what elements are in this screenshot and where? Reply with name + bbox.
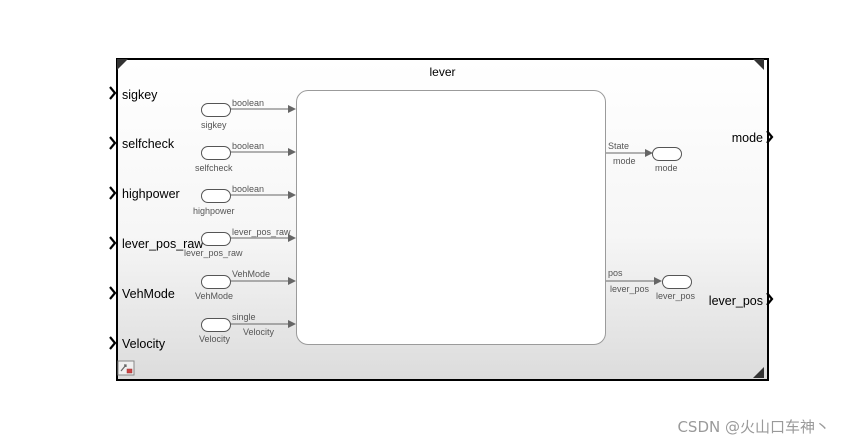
library-link-icon[interactable]: [117, 360, 135, 376]
signal-type-sigkey: boolean: [232, 98, 265, 108]
outport-name-mode: mode: [655, 163, 678, 173]
inport-arrow-sigkey[interactable]: [109, 86, 117, 100]
inport-name-vehmode: VehMode: [195, 291, 234, 301]
watermark: CSDN @火山口车神丶: [677, 418, 830, 436]
inport-pill-highpower[interactable]: [201, 189, 231, 203]
signal-type-velocity: single: [232, 312, 256, 322]
inport-label-selfcheck: selfcheck: [122, 137, 175, 151]
inport-pill-lever-pos-raw[interactable]: [201, 232, 231, 246]
outport-label-mode: mode: [731, 131, 763, 145]
inport-arrow-lever-pos-raw[interactable]: [109, 236, 117, 250]
inport-name-velocity: Velocity: [199, 334, 231, 344]
inport-name-selfcheck: selfcheck: [195, 163, 233, 173]
subsystem-title: lever: [429, 65, 456, 79]
outport-name-lever-pos: lever_pos: [656, 291, 696, 301]
stateflow-chart-block[interactable]: [296, 90, 606, 345]
signal-type-lever-pos-raw: lever_pos_raw: [232, 227, 291, 237]
inport-pill-velocity[interactable]: [201, 318, 231, 332]
inport-label-highpower: highpower: [122, 187, 180, 201]
inport-label-sigkey: sigkey: [122, 88, 158, 102]
inport-name-sigkey: sigkey: [201, 120, 227, 130]
signal-type-vehmode: VehMode: [232, 269, 271, 279]
signal-name-mode: mode: [613, 156, 636, 166]
inport-label-lever-pos-raw: lever_pos_raw: [122, 237, 204, 251]
inport-label-vehmode: VehMode: [122, 287, 175, 301]
outport-pill-mode[interactable]: [652, 147, 682, 161]
inport-pill-vehmode[interactable]: [201, 275, 231, 289]
inport-label-velocity: Velocity: [122, 337, 166, 351]
signal-name-velocity: Velocity: [243, 327, 275, 337]
signal-type-highpower: boolean: [232, 184, 265, 194]
outport-pill-lever-pos[interactable]: [662, 275, 692, 289]
signal-name-lever-pos: lever_pos: [610, 284, 650, 294]
inport-arrow-selfcheck[interactable]: [109, 136, 117, 150]
inport-arrow-highpower[interactable]: [109, 186, 117, 200]
inport-arrow-vehmode[interactable]: [109, 286, 117, 300]
chart-outport-state: State: [608, 141, 630, 151]
inport-pill-selfcheck[interactable]: [201, 146, 231, 160]
inport-name-highpower: highpower: [193, 206, 235, 216]
signal-type-selfcheck: boolean: [232, 141, 265, 151]
inport-arrow-velocity[interactable]: [109, 336, 117, 350]
inport-pill-sigkey[interactable]: [201, 103, 231, 117]
chart-outport-pos: pos: [608, 268, 623, 278]
outport-label-lever-pos: lever_pos: [708, 294, 763, 308]
inport-name-lever-pos-raw: lever_pos_raw: [184, 248, 243, 258]
